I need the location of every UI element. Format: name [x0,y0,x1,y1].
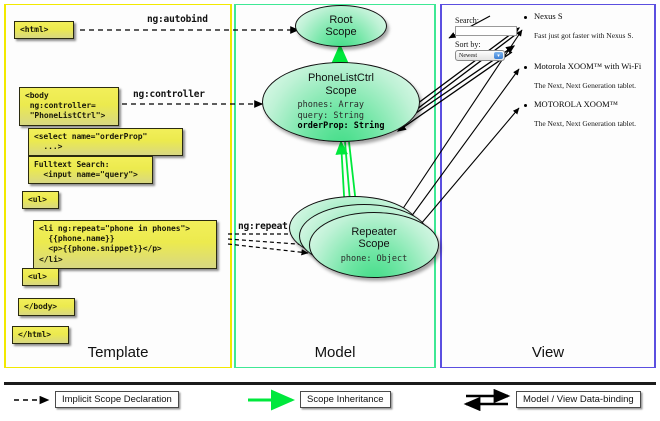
phonelistctrl-scope-title: PhoneListCtrl Scope [307,72,375,97]
search-label: Search: [455,16,479,25]
chevron-down-icon: ▾ [494,52,503,59]
panel-view-label: View [531,344,565,361]
sort-select[interactable]: Newest ▾ [455,50,505,61]
panel-model: Model [234,4,436,368]
body-close-box: </body> [18,298,75,317]
legend-data-binding: Model / View Data-binding [516,391,641,408]
fulltext-box: Fulltext Search: <input name="query"> [28,156,153,185]
phonelistctrl-props-bold: orderProp: String [297,121,385,132]
list-bullet [524,104,527,107]
root-scope: Root Scope [295,5,387,47]
ng-autobind-label: ng:autobind [147,14,208,25]
html-open-box: <html> [14,21,74,40]
html-close-box: </html> [12,326,69,345]
legend-divider [4,382,656,385]
select-box: <select name="orderProp" ...> [28,128,183,157]
legend-scope-inherit: Scope Inheritance [300,391,391,408]
repeater-scope-props: phone: Object [340,253,408,264]
phone-title-2[interactable]: MOTOROLA XOOM™ [534,99,618,109]
phone-title-0[interactable]: Nexus S [534,11,563,21]
phone-desc-1: The Next, Next Generation tablet. [534,81,637,90]
li-repeat-box: <li ng:repeat="phone in phones"> {{phone… [33,220,217,269]
list-bullet [524,16,527,19]
ul-close-box: <ul> [22,268,59,287]
phonelistctrl-scope: PhoneListCtrl Scope phones: Array query:… [262,62,420,142]
ng-repeat-label: ng:repeat [238,221,288,232]
search-input[interactable] [455,26,517,36]
root-scope-title: Root Scope [325,13,357,38]
panel-template-label: Template [87,344,149,361]
repeater-scope: Repeater Scope phone: Object [309,212,439,278]
ul-open-box: <ul> [22,191,59,210]
phonelistctrl-props-plain: phones: Array query: String [297,99,365,121]
ng-controller-label: ng:controller [133,89,205,100]
legend-implicit-scope: Implicit Scope Declaration [55,391,179,408]
body-open-box: <body ng:controller= "PhoneListCtrl"> [19,87,119,126]
phone-desc-2: The Next, Next Generation tablet. [534,119,637,128]
phone-title-1[interactable]: Motorola XOOM™ with Wi-Fi [534,61,642,71]
panel-model-label: Model [314,344,356,361]
phone-desc-0: Fast just got faster with Nexus S. [534,31,634,40]
sort-select-value: Newest [459,52,477,59]
sortby-label: Sort by: [455,40,481,49]
list-bullet [524,66,527,69]
repeater-scope-title: Repeater Scope [351,225,397,251]
